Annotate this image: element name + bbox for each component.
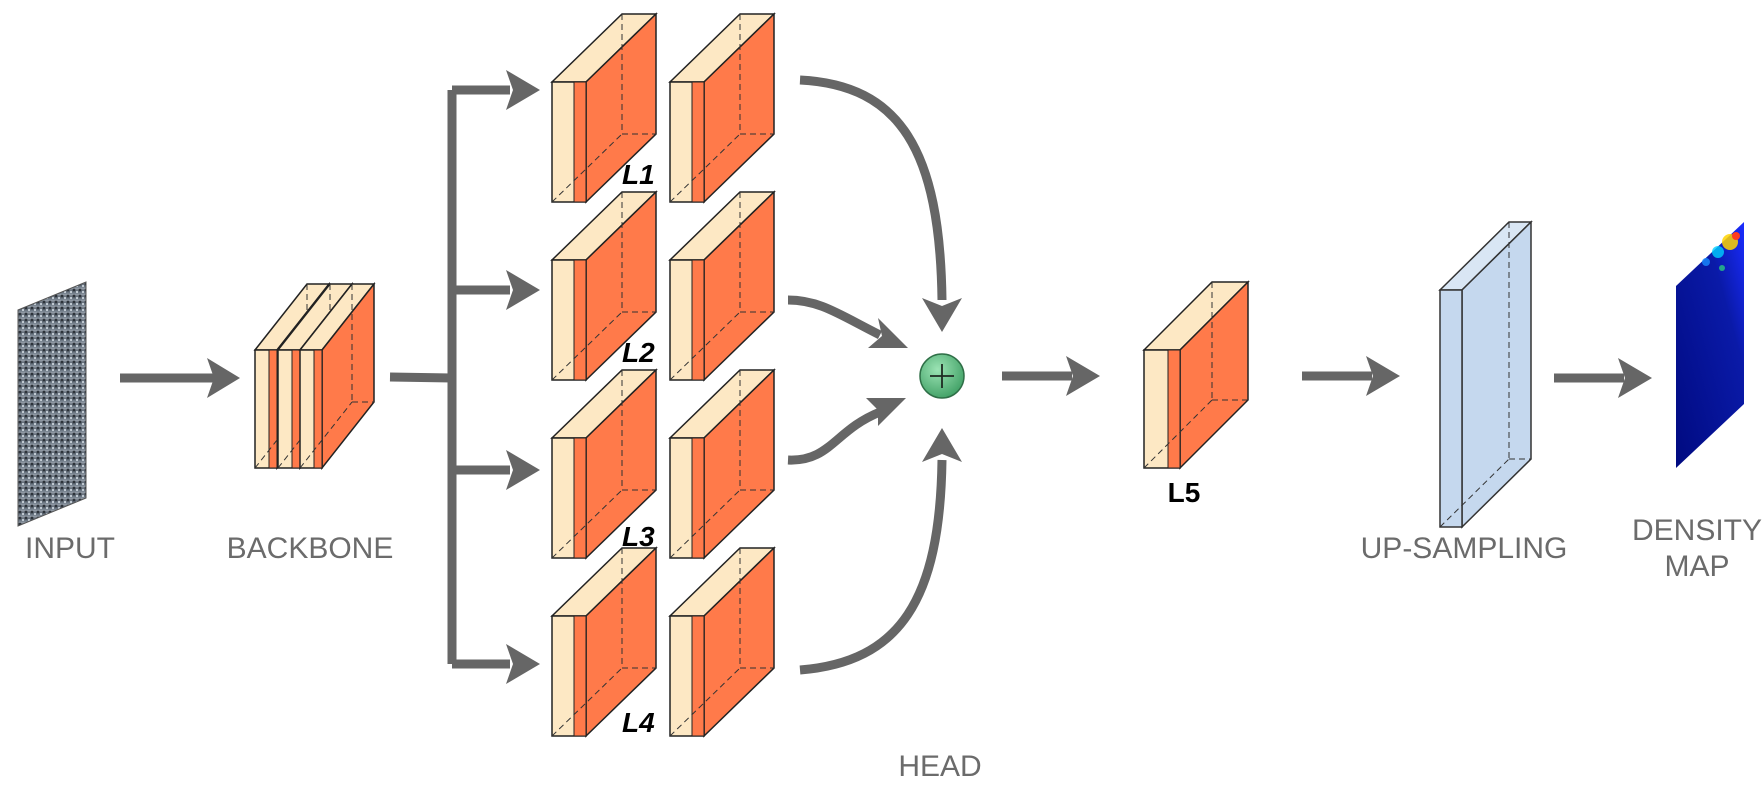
head-blocks bbox=[550, 12, 776, 738]
input-image bbox=[17, 281, 87, 527]
backbone-block bbox=[253, 281, 376, 471]
upsampling-block bbox=[1438, 220, 1533, 529]
feature-block-l1-b bbox=[668, 12, 776, 204]
backbone-label: BACKBONE bbox=[227, 532, 394, 565]
branch-arrows bbox=[389, 70, 540, 684]
density-map-label-line1: DENSITY bbox=[1632, 514, 1762, 547]
sum-node bbox=[919, 353, 965, 399]
block-label-l1: L1 bbox=[622, 159, 655, 190]
head-label: HEAD bbox=[898, 750, 981, 783]
feature-block-l1-a bbox=[550, 12, 658, 204]
block-label-l2: L2 bbox=[622, 337, 655, 368]
density-map-image bbox=[1676, 222, 1744, 468]
feature-block-l2-b bbox=[668, 190, 776, 382]
feature-block-l3-a bbox=[550, 368, 658, 560]
arrow-upsampling-to-density bbox=[1554, 358, 1652, 398]
arrow-input-to-backbone bbox=[120, 358, 240, 398]
block-label-l5: L5 bbox=[1168, 477, 1201, 508]
block-label-l3: L3 bbox=[622, 521, 655, 552]
upsampling-label: UP-SAMPLING bbox=[1361, 532, 1568, 565]
feature-block-l4-b bbox=[668, 546, 776, 738]
backbone-slab-3 bbox=[298, 281, 376, 471]
block-label-l4: L4 bbox=[622, 707, 655, 738]
merge-arrows bbox=[787, 75, 962, 675]
feature-block-l4-a bbox=[550, 546, 658, 738]
feature-block-l3-b bbox=[668, 368, 776, 560]
input-label: INPUT bbox=[25, 532, 115, 565]
arrow-sum-to-l5 bbox=[1002, 356, 1100, 396]
circle-plus-icon bbox=[930, 364, 954, 388]
arrow-l5-to-upsampling bbox=[1302, 356, 1400, 396]
l5-block bbox=[1142, 280, 1250, 470]
l5-slab bbox=[1142, 280, 1250, 470]
feature-block-l2-a bbox=[550, 190, 658, 382]
density-map-label-line2: MAP bbox=[1664, 550, 1729, 583]
